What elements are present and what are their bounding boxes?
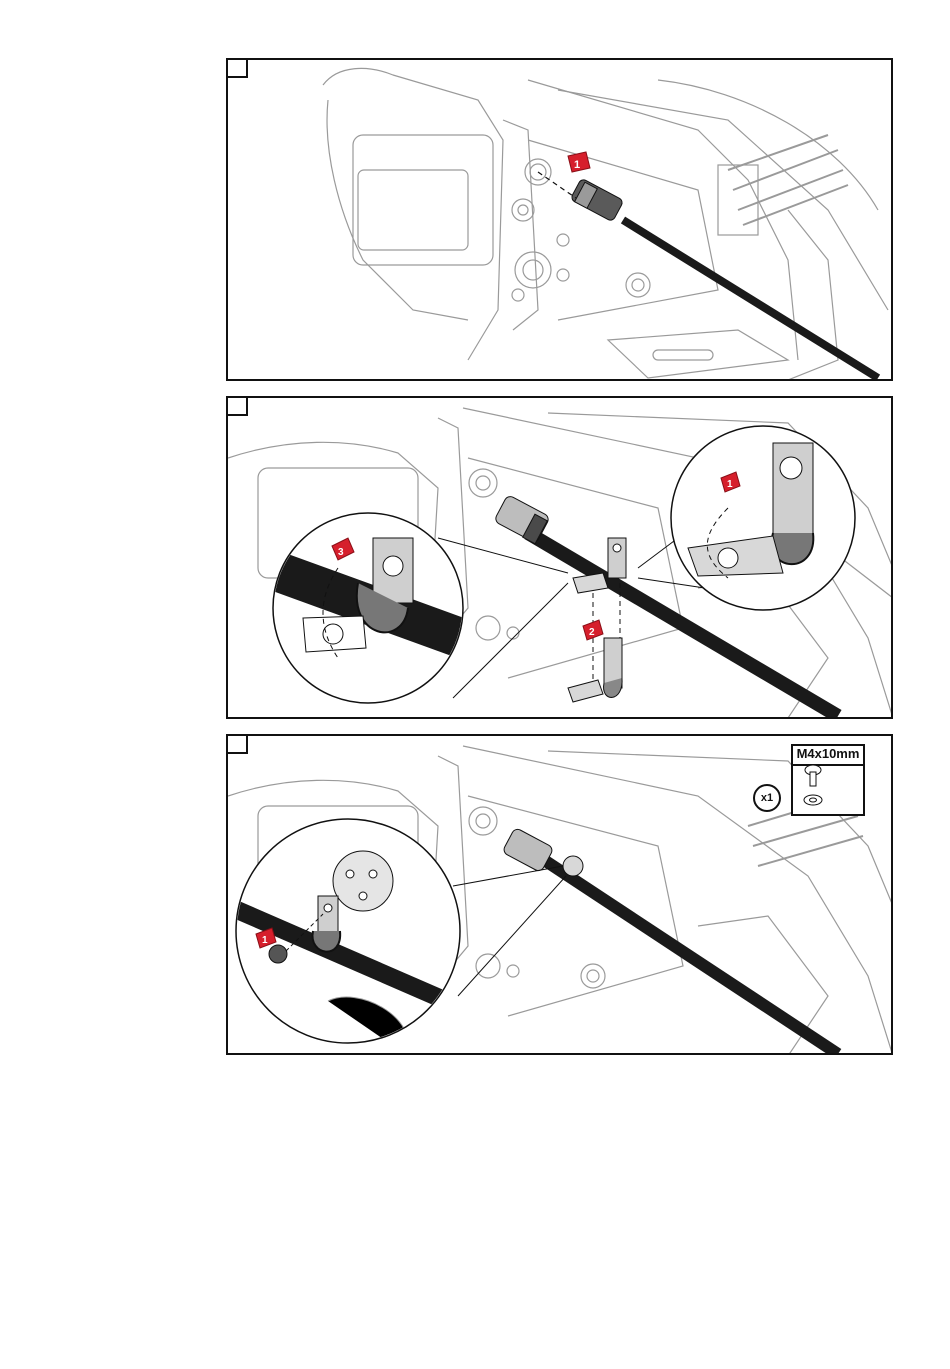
quantity-badge: x1 [753, 784, 781, 812]
hardware-spec-box: M4x10mm x1 [791, 744, 865, 816]
direction-arrow-1: 1 [568, 152, 590, 172]
zoom-detail-left [268, 513, 488, 703]
arrow-number: 1 [262, 935, 268, 946]
zoom-detail-right [671, 426, 855, 610]
step-2-panel: 3 2 1 [226, 396, 893, 719]
step-1-panel: 1 [226, 58, 893, 381]
step-2-illustration: 3 2 1 [228, 398, 893, 719]
step-3-panel: 1 M4x10mm x1 [226, 734, 893, 1055]
direction-arrow-2: 2 [583, 620, 603, 640]
arrow-number: 1 [727, 479, 733, 490]
step-1-illustration: 1 [228, 60, 893, 381]
arrow-number: 1 [574, 159, 580, 171]
mounting-plate [563, 856, 583, 876]
arrow-number: 3 [338, 547, 344, 558]
arrow-number: 2 [589, 627, 595, 638]
screw-washer-icon [793, 762, 863, 814]
cable-connector [570, 178, 624, 222]
